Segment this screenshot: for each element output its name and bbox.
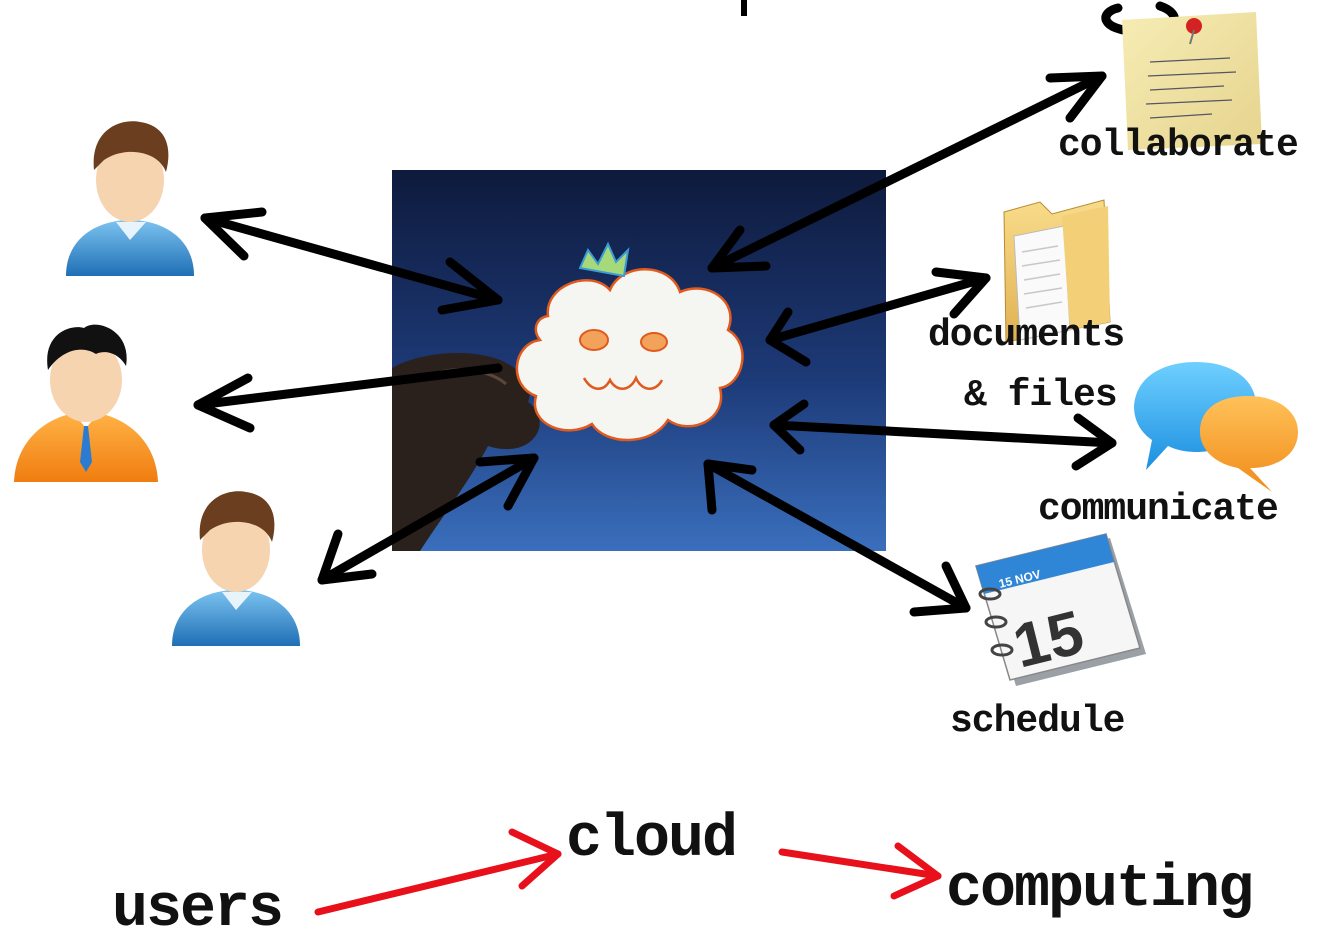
flow-users: users	[112, 876, 284, 944]
label-files: & files	[964, 374, 1118, 417]
flow-arrows	[314, 828, 942, 916]
calendar-icon: 15 NOV 15	[975, 533, 1146, 686]
connection-arrows	[193, 71, 1117, 617]
label-documents: documents	[928, 314, 1125, 357]
speech-bubbles-icon	[1134, 362, 1298, 492]
flow-computing: computing	[946, 856, 1254, 924]
calendar-day: 15	[1007, 598, 1091, 682]
user-tie-icon	[14, 324, 158, 482]
sticky-note-icon	[1122, 12, 1262, 150]
flow-cloud: cloud	[566, 806, 738, 874]
user-icon	[66, 121, 194, 276]
hand-shape	[392, 353, 540, 551]
folder-icon	[1003, 199, 1111, 343]
user-icon	[172, 491, 300, 646]
label-communicate: communicate	[1038, 488, 1279, 531]
cloud-drawing-icon	[515, 241, 744, 442]
label-collaborate: collaborate	[1058, 124, 1299, 167]
label-schedule: schedule	[950, 700, 1125, 743]
